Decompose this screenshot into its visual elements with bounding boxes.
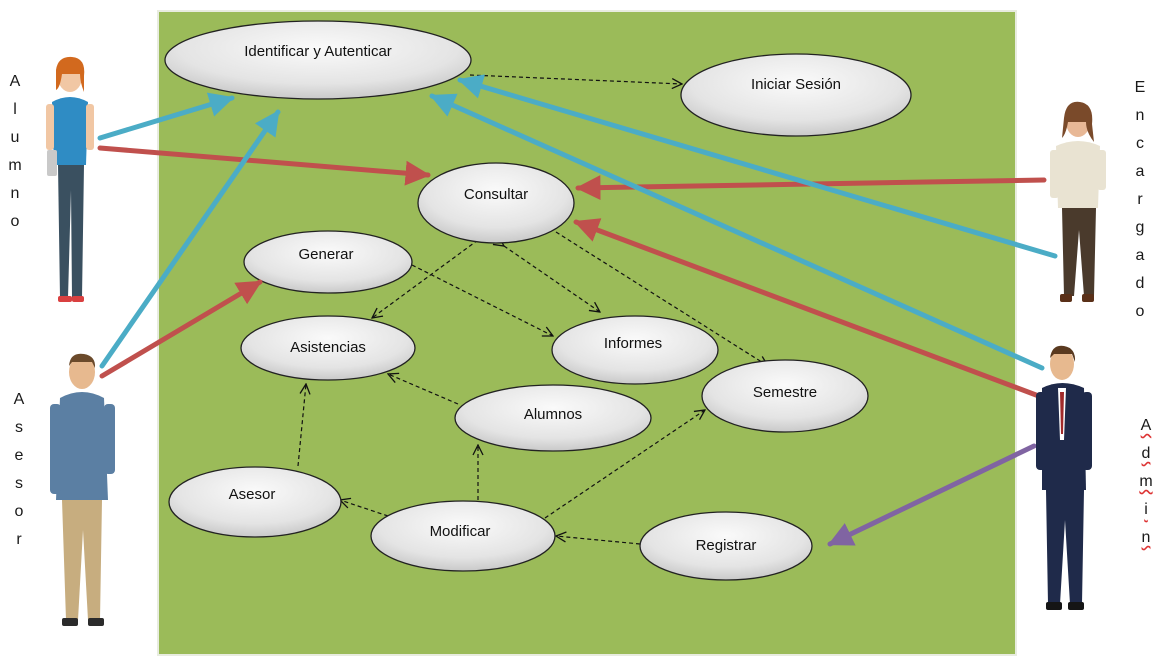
- actor-label-letter: n: [10, 185, 20, 202]
- actor-label-letter: d: [1141, 445, 1151, 462]
- assoc-admin-identificar: [429, 93, 1045, 371]
- actor-label-letter: A: [13, 391, 25, 408]
- actor-label-letter: c: [1136, 135, 1144, 152]
- actor-label-letter: l: [13, 101, 17, 118]
- use-case-semestre[interactable]: [701, 359, 869, 433]
- actor-label-letter: m: [8, 157, 22, 174]
- arrow-registrar-to-modificar: [556, 536, 641, 545]
- use-case-consultar[interactable]: [417, 162, 575, 244]
- label-semestre: Semestre: [753, 384, 817, 401]
- assoc-asesor-identificar: [99, 109, 281, 369]
- label-consultar: Consultar: [464, 186, 528, 203]
- assoc-admin-registrar: [827, 443, 1037, 547]
- arrow-asesor-to-asistencias: [297, 384, 306, 467]
- use-case-informes[interactable]: [551, 315, 719, 385]
- use-case-identificar[interactable]: [164, 20, 472, 100]
- use-case-asistencias[interactable]: [240, 315, 416, 381]
- arrow-modificar-to-asesor: [340, 500, 389, 517]
- label-asesor: Asesor: [229, 486, 276, 503]
- actor-alumno-figure: [46, 56, 94, 302]
- assoc-asesor-generar: [99, 279, 263, 379]
- label-informes: Informes: [604, 335, 662, 352]
- actor-label-letter: u: [10, 129, 20, 146]
- label-generar: Generar: [298, 246, 353, 263]
- use-case-registrar[interactable]: [639, 511, 813, 581]
- actor-asesor-figure: [50, 353, 115, 626]
- assoc-admin-consultar: [573, 218, 1047, 401]
- actor-label-letter: i: [1144, 501, 1148, 518]
- actor-label-letter: a: [1135, 247, 1145, 264]
- assoc-alumno-consultar: [97, 145, 431, 186]
- actor-label-letter: A: [9, 73, 21, 90]
- use-case-modificar[interactable]: [370, 500, 556, 572]
- arrow-identificar-to-iniciar: [469, 74, 682, 84]
- actor-encargado-figure: [1050, 101, 1106, 302]
- label-asistencias: Asistencias: [290, 339, 366, 356]
- actor-label-letter: E: [1134, 79, 1146, 96]
- actor-label-letter: s: [15, 475, 23, 492]
- actor-label-letter: e: [14, 447, 24, 464]
- assoc-alumno-identificar: [97, 92, 235, 141]
- actor-label-letter: n: [1135, 107, 1145, 124]
- use-case-iniciar-sesion[interactable]: [680, 53, 912, 137]
- use-case-generar[interactable]: [243, 230, 413, 294]
- actor-label-letter: g: [1135, 219, 1145, 236]
- arrow-consultar-informes: [504, 246, 600, 312]
- actor-admin-figure: [1036, 345, 1092, 610]
- label-identificar: Identificar y Autenticar: [244, 43, 392, 60]
- actor-label-letter: n: [1141, 529, 1151, 546]
- actor-label-letter: o: [10, 213, 20, 230]
- actor-label-letter: o: [14, 503, 24, 520]
- actor-label-letter: A: [1140, 417, 1152, 434]
- actor-label-letter: a: [1135, 163, 1145, 180]
- use-case-alumnos[interactable]: [454, 384, 652, 452]
- actor-label-letter: r: [1137, 191, 1143, 208]
- arrow-alumnos-to-asistencias: [388, 374, 459, 405]
- label-registrar: Registrar: [696, 537, 757, 554]
- arrow-generar-to-informes: [411, 264, 553, 336]
- actor-label-letter: d: [1135, 275, 1145, 292]
- actor-label-letter: o: [1135, 303, 1145, 320]
- actor-label-letter: m: [1139, 473, 1153, 490]
- label-modificar: Modificar: [430, 523, 491, 540]
- label-alumnos: Alumnos: [524, 406, 582, 423]
- assoc-encargado-identificar: [457, 74, 1058, 259]
- label-iniciar-sesion: Iniciar Sesión: [751, 76, 841, 93]
- actor-label-letter: s: [15, 419, 23, 436]
- actor-label-letter: r: [16, 531, 22, 548]
- arrow-consultar-to-asistencias: [372, 239, 479, 318]
- use-case-asesor[interactable]: [168, 466, 342, 538]
